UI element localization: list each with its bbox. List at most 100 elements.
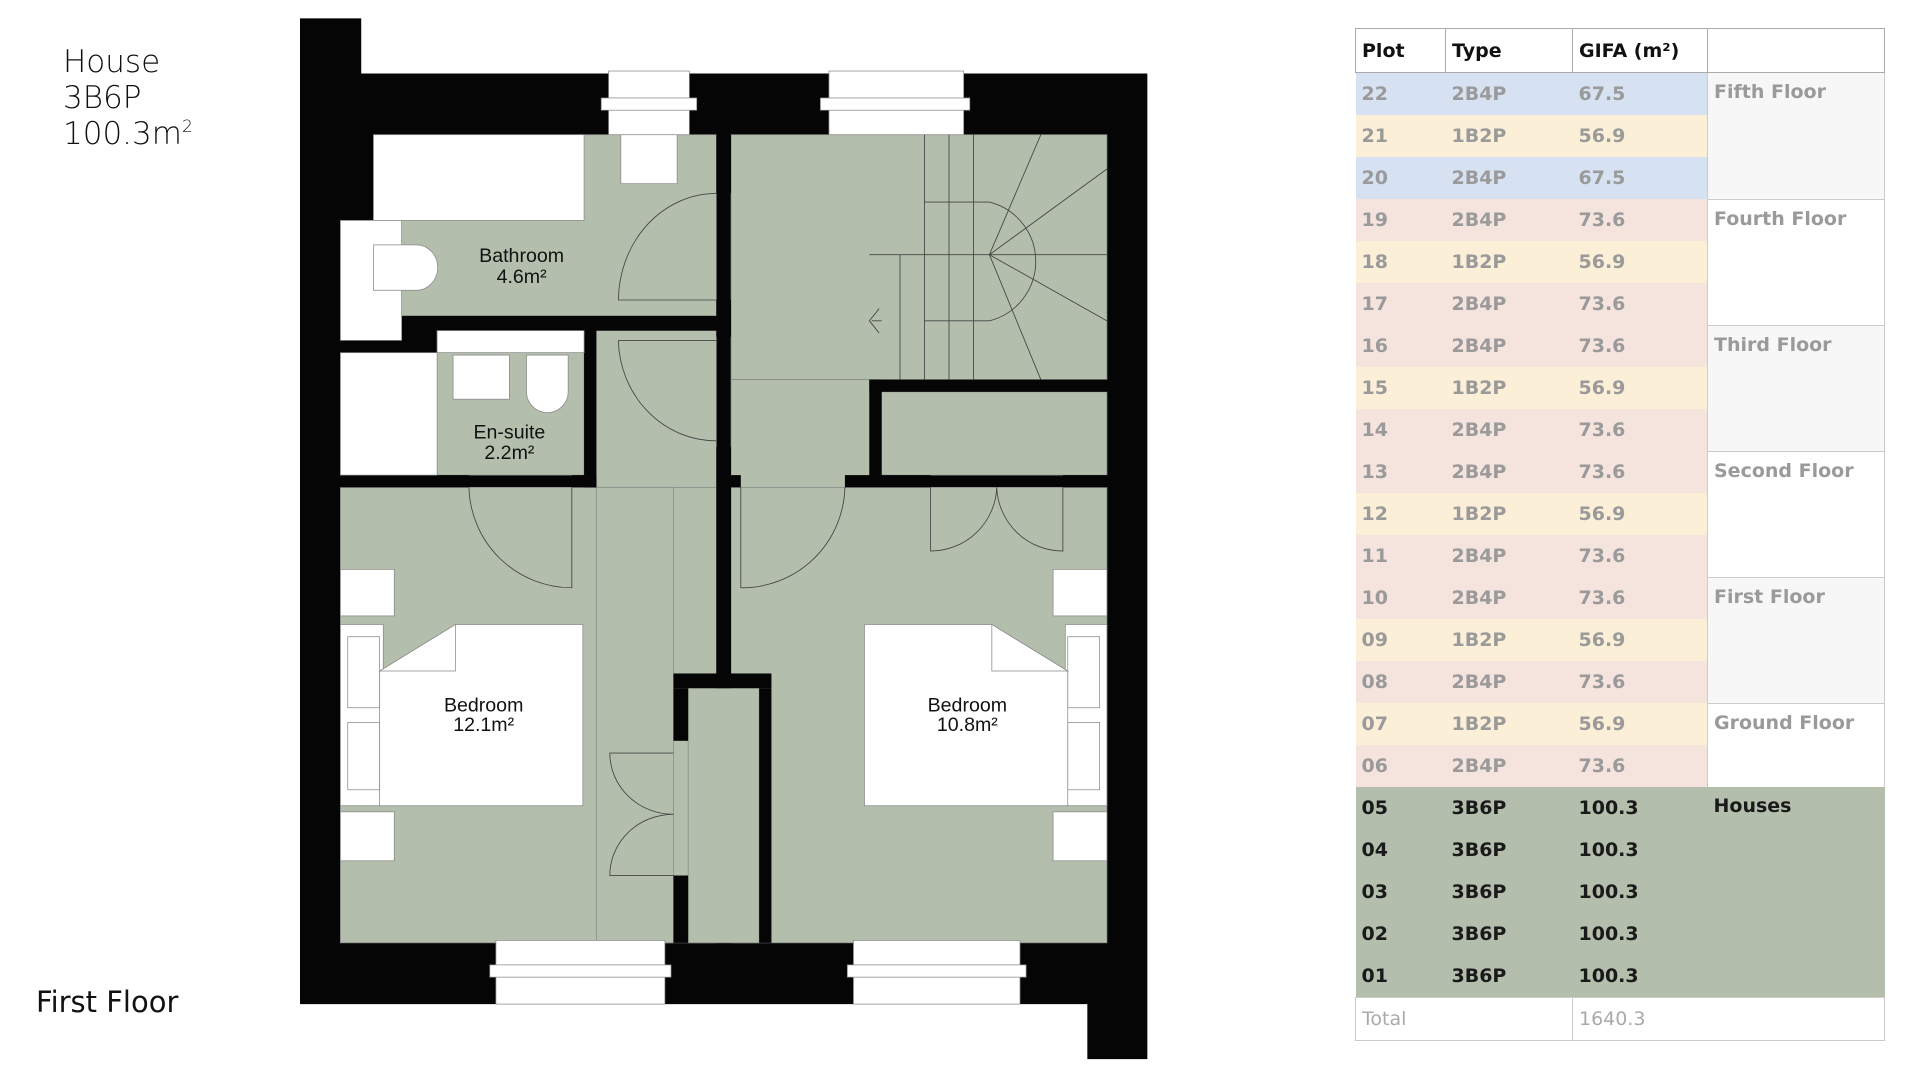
windows [489, 70, 1027, 1005]
bathroom-name: Bathroom [479, 245, 564, 267]
cell-plot: 10 [1355, 577, 1446, 619]
cell-gifa: 56.9 [1572, 493, 1708, 535]
header-type: Type [1445, 28, 1573, 73]
cell-floor: Fifth Floor [1707, 72, 1885, 199]
cell-gifa: 67.5 [1572, 157, 1708, 199]
cell-plot: 01 [1355, 955, 1446, 998]
closet [687, 687, 760, 944]
cell-type: 3B6P [1445, 829, 1573, 871]
cell-floor: Houses [1707, 787, 1885, 998]
landing [730, 134, 1108, 380]
house-title: House [63, 44, 161, 80]
shower [340, 352, 438, 476]
ensuite-area: 2.2m² [484, 442, 535, 464]
house-type: 3B6P [63, 80, 142, 116]
cell-gifa: 73.6 [1572, 535, 1708, 577]
fixtures [340, 134, 1108, 862]
cell-plot: 19 [1355, 199, 1446, 241]
house-area-value: 100.3m [63, 116, 182, 152]
cell-plot: 06 [1355, 745, 1446, 787]
house-summary: House 3B6P 100.3m2 [63, 44, 193, 152]
cell-type: 2B4P [1445, 157, 1573, 199]
cell-gifa: 73.6 [1572, 451, 1708, 493]
cell-type: 2B4P [1445, 325, 1573, 367]
cell-plot: 07 [1355, 703, 1446, 745]
cell-plot: 02 [1355, 913, 1446, 955]
corridor [595, 330, 717, 488]
cell-type: 2B4P [1445, 283, 1573, 325]
cell-floor: First Floor [1707, 576, 1885, 703]
cell-plot: 17 [1355, 283, 1446, 325]
cell-gifa: 100.3 [1572, 829, 1708, 871]
floor-label: First Floor [36, 985, 179, 1019]
cell-plot: 20 [1355, 157, 1446, 199]
cell-gifa: 73.6 [1572, 577, 1708, 619]
doors-and-stairs [468, 134, 1108, 876]
total-value: 1640.3 [1572, 997, 1885, 1041]
basin [620, 134, 678, 185]
cell-gifa: 73.6 [1572, 409, 1708, 451]
total-label: Total [1355, 997, 1573, 1041]
cell-gifa: 56.9 [1572, 367, 1708, 409]
bathroom-area: 4.6m² [497, 266, 548, 288]
cell-gifa: 56.9 [1572, 115, 1708, 157]
bedroom-right-name: Bedroom [928, 694, 1007, 716]
cell-plot: 12 [1355, 493, 1446, 535]
cell-gifa: 100.3 [1572, 913, 1708, 955]
cell-gifa: 56.9 [1572, 703, 1708, 745]
cell-plot: 08 [1355, 661, 1446, 703]
cell-type: 2B4P [1445, 72, 1573, 115]
cell-plot: 14 [1355, 409, 1446, 451]
cell-type: 1B2P [1445, 619, 1573, 661]
cell-type: 3B6P [1445, 955, 1573, 998]
landing-lower [730, 379, 870, 488]
bedroom-left-area: 12.1m² [453, 714, 514, 736]
cell-type: 1B2P [1445, 493, 1573, 535]
cell-floor: Third Floor [1707, 324, 1885, 451]
house-area: 100.3m2 [63, 116, 193, 152]
cell-gifa: 100.3 [1572, 955, 1708, 998]
cell-gifa: 73.6 [1572, 661, 1708, 703]
bedroom-right-area: 10.8m² [937, 714, 998, 736]
cell-plot: 13 [1355, 451, 1446, 493]
cell-plot: 22 [1355, 72, 1446, 115]
table-header: Plot Type GIFA (m²) [1355, 28, 1885, 73]
cell-gifa: 56.9 [1572, 241, 1708, 283]
header-gifa: GIFA (m²) [1572, 28, 1708, 73]
cell-gifa: 73.6 [1572, 325, 1708, 367]
cell-type: 2B4P [1445, 199, 1573, 241]
cell-gifa: 73.6 [1572, 199, 1708, 241]
bath [373, 134, 585, 221]
cell-floor: Second Floor [1707, 450, 1885, 577]
cell-type: 1B2P [1445, 115, 1573, 157]
cell-plot: 03 [1355, 871, 1446, 913]
internal-walls [340, 134, 1107, 943]
cell-plot: 15 [1355, 367, 1446, 409]
cell-type: 2B4P [1445, 577, 1573, 619]
cell-plot: 05 [1355, 787, 1446, 829]
cell-plot: 11 [1355, 535, 1446, 577]
ensuite-basin [452, 354, 510, 400]
cell-gifa: 100.3 [1572, 871, 1708, 913]
header-floor [1707, 28, 1885, 73]
cell-gifa: 73.6 [1572, 745, 1708, 787]
ensuite-name: En-suite [473, 421, 545, 443]
cell-type: 1B2P [1445, 367, 1573, 409]
cell-type: 2B4P [1445, 661, 1573, 703]
